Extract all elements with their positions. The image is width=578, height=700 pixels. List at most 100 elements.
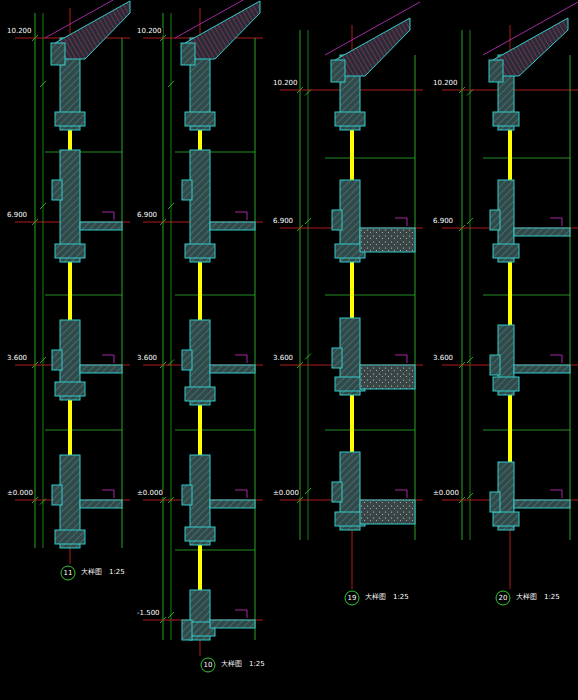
leader-line bbox=[102, 355, 114, 356]
concrete-ledge bbox=[55, 112, 85, 126]
concrete-sill bbox=[490, 210, 500, 230]
glazing bbox=[68, 130, 72, 150]
leader-line bbox=[114, 212, 115, 220]
concrete-ledge bbox=[493, 112, 519, 126]
leader-line bbox=[235, 490, 247, 491]
leader-line bbox=[550, 355, 562, 356]
dimension-tick bbox=[40, 81, 46, 87]
leader-line bbox=[102, 212, 114, 213]
leader-line bbox=[114, 490, 115, 498]
break-line bbox=[483, 158, 570, 159]
gutter bbox=[331, 60, 345, 82]
drawing-label: 3.600 bbox=[136, 355, 158, 362]
drawing-label: ±0.000 bbox=[272, 490, 300, 497]
dimension-line bbox=[462, 30, 463, 540]
glazing bbox=[68, 400, 72, 455]
floor-slab bbox=[210, 620, 255, 628]
dimension-line bbox=[163, 13, 164, 640]
dimension-tick bbox=[168, 81, 174, 87]
leader-line bbox=[550, 218, 562, 219]
roof-finish-line bbox=[175, 0, 270, 38]
break-line bbox=[325, 430, 415, 431]
drawing-label: 6.900 bbox=[432, 218, 454, 225]
drawing-label: 3.600 bbox=[6, 355, 28, 362]
dimension-tick bbox=[467, 218, 473, 224]
section-circle bbox=[496, 591, 510, 605]
leader-line bbox=[235, 610, 247, 611]
break-line bbox=[325, 158, 415, 159]
drawing-label: 3.600 bbox=[432, 355, 454, 362]
drawing-label: 6.900 bbox=[6, 212, 28, 219]
roof-slab bbox=[493, 18, 568, 76]
drawing-label: 1:25 bbox=[543, 594, 561, 601]
floor-slab bbox=[210, 500, 255, 508]
dimension-line bbox=[470, 30, 471, 540]
leader-line bbox=[102, 490, 114, 491]
break-line bbox=[45, 430, 122, 431]
dimension-tick bbox=[467, 90, 473, 96]
drawing-label: ±0.000 bbox=[6, 490, 34, 497]
drawing-label: ±0.000 bbox=[432, 490, 460, 497]
section-circle bbox=[201, 658, 215, 672]
roof-slab bbox=[335, 18, 410, 76]
floor-slab bbox=[80, 365, 122, 373]
drawing-label: 1:25 bbox=[108, 569, 126, 576]
glazing bbox=[350, 130, 354, 180]
floor-slab bbox=[514, 500, 570, 508]
drawing-label: -1.500 bbox=[136, 610, 161, 617]
dimension-tick bbox=[168, 612, 174, 618]
leader-line bbox=[114, 355, 115, 363]
glazing bbox=[198, 545, 202, 590]
drawing-label: ±0.000 bbox=[136, 490, 164, 497]
glazing bbox=[508, 262, 512, 325]
leader-line bbox=[247, 355, 248, 363]
break-line bbox=[175, 430, 255, 431]
concrete-sill bbox=[332, 348, 342, 368]
concrete-sill bbox=[52, 350, 62, 370]
break-line bbox=[45, 152, 122, 153]
concrete-sill bbox=[52, 485, 62, 505]
leader-line bbox=[395, 490, 407, 491]
leader-line bbox=[550, 490, 562, 491]
dimension-tick bbox=[305, 488, 311, 494]
dimension-line bbox=[308, 30, 309, 540]
concrete-ledge bbox=[55, 244, 85, 258]
drawing-label: 3.600 bbox=[272, 355, 294, 362]
concrete-sill bbox=[182, 350, 192, 370]
dimension-tick bbox=[467, 357, 473, 363]
dimension-line bbox=[43, 13, 44, 548]
dimension-line bbox=[300, 30, 301, 540]
dimension-tick bbox=[305, 354, 311, 360]
roof-slab bbox=[185, 1, 260, 59]
leader-line bbox=[407, 490, 408, 498]
dimension-tick bbox=[40, 357, 46, 363]
floor-slab bbox=[210, 365, 255, 373]
roof-slab bbox=[55, 1, 130, 59]
dimension-tick bbox=[168, 497, 174, 503]
floor-slab bbox=[80, 222, 122, 230]
gutter bbox=[489, 60, 503, 82]
roof-finish-line bbox=[45, 0, 140, 38]
gutter bbox=[51, 43, 65, 65]
leader-line bbox=[407, 218, 408, 226]
concrete-ledge bbox=[493, 377, 519, 391]
drawing-label: 大样图 bbox=[515, 594, 538, 601]
floor-slab bbox=[360, 228, 415, 252]
break-line bbox=[483, 295, 570, 296]
drawing-label: 10.200 bbox=[432, 80, 459, 87]
glazing bbox=[198, 405, 202, 455]
glazing bbox=[198, 130, 202, 150]
drawing-label: 10.200 bbox=[6, 28, 33, 35]
concrete-sill bbox=[52, 180, 62, 200]
roof-finish-line bbox=[483, 2, 578, 55]
callout-number: 19 bbox=[347, 595, 358, 602]
dimension-tick bbox=[40, 203, 46, 209]
boundary-line bbox=[570, 55, 571, 540]
floor-slab bbox=[210, 222, 255, 230]
drawing-label: 大样图 bbox=[364, 594, 387, 601]
leader-line bbox=[247, 610, 248, 618]
dimension-line bbox=[35, 13, 36, 548]
break-line bbox=[175, 152, 255, 153]
drawing-label: 大样图 bbox=[220, 661, 243, 668]
